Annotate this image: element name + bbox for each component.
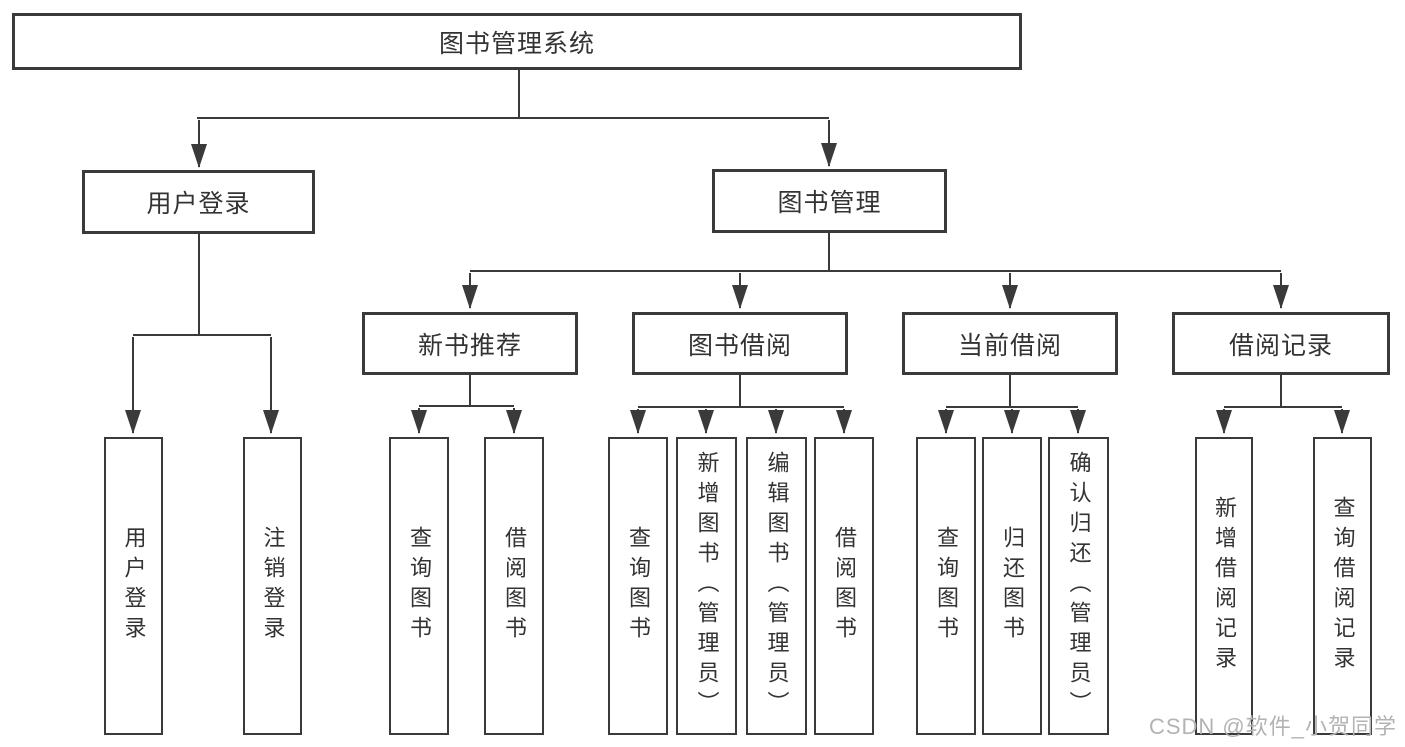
leaf-book-borrow-query: 查询图书: [608, 437, 668, 735]
node-user-login: 用户登录: [82, 170, 315, 234]
leaf-book-borrow-borrow: 借阅图书: [814, 437, 874, 735]
node-book-mgmt: 图书管理: [712, 169, 947, 233]
leaf-current-borrow-return: 归还图书: [982, 437, 1042, 735]
node-root: 图书管理系统: [12, 13, 1022, 70]
leaf-user-login-logout: 注销登录: [243, 437, 302, 735]
node-new-books: 新书推荐: [362, 312, 578, 375]
node-current-borrow: 当前借阅: [902, 312, 1118, 375]
leaf-book-borrow-edit-admin: 编辑图书（管理员）: [746, 437, 807, 735]
node-borrow-records: 借阅记录: [1172, 312, 1390, 375]
connector-arrows: [125, 120, 1350, 434]
leaf-borrow-records-query: 查询借阅记录: [1313, 437, 1372, 735]
leaf-book-borrow-add-admin: 新增图书（管理员）: [676, 437, 737, 735]
leaf-new-books-borrow: 借阅图书: [484, 437, 544, 735]
connector-rails: [125, 70, 1350, 434]
leaf-new-books-query: 查询图书: [389, 437, 449, 735]
leaf-current-borrow-query: 查询图书: [916, 437, 976, 735]
node-book-borrow: 图书借阅: [632, 312, 848, 375]
leaf-borrow-records-add: 新增借阅记录: [1195, 437, 1253, 735]
watermark: CSDN @软件_小贺同学: [1148, 714, 1397, 739]
leaf-current-borrow-confirm-admin: 确认归还（管理员）: [1048, 437, 1109, 735]
leaf-user-login-login: 用户登录: [104, 437, 163, 735]
